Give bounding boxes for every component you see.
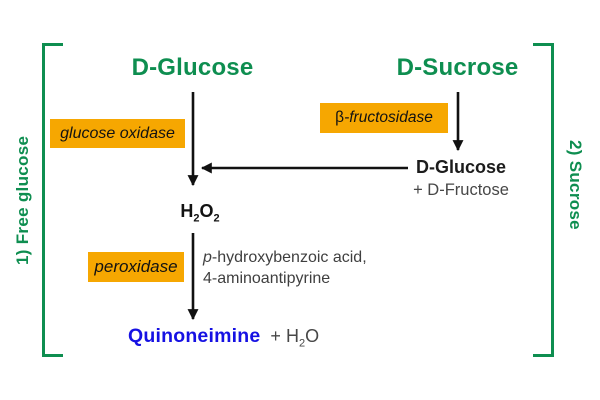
left-bracket bbox=[42, 43, 63, 357]
product-quinoneimine: Quinoneimine bbox=[128, 325, 261, 347]
section-label-free-glucose: 1) Free glucose bbox=[13, 135, 32, 265]
formula-part: H bbox=[285, 326, 299, 346]
byproduct-water-formula: + H2O bbox=[270, 326, 319, 350]
reagent-text: -hydroxybenzoic acid, bbox=[211, 249, 367, 266]
enzyme-glucose-oxidase: glucose oxidase bbox=[50, 119, 185, 148]
peroxidase-reagents: p-hydroxybenzoic acid, 4-aminoantipyrine bbox=[203, 247, 367, 289]
reagent-line-2: 4-aminoantipyrine bbox=[203, 270, 331, 287]
formula-subscript: 2 bbox=[213, 212, 220, 225]
enzyme-label: glucose oxidase bbox=[60, 124, 175, 142]
plus-sign: + bbox=[270, 326, 286, 346]
reagent-italic-p: p bbox=[203, 249, 212, 266]
formula-subscript: 2 bbox=[193, 212, 200, 225]
final-product-row: Quinoneimine + H2O bbox=[128, 325, 319, 350]
reagent-line-1: p-hydroxybenzoic acid, bbox=[203, 247, 367, 268]
section-label-sucrose: 2) Sucrose bbox=[566, 140, 585, 230]
product-d-fructose: + D-Fructose bbox=[413, 181, 509, 199]
formula-subscript: 2 bbox=[298, 337, 306, 350]
right-bracket bbox=[533, 43, 554, 357]
product-d-glucose: D-Glucose bbox=[415, 157, 507, 177]
sucrose-hydrolysis-products: D-Glucose + D-Fructose bbox=[405, 157, 517, 200]
enzyme-label: peroxidase bbox=[94, 257, 178, 276]
enzyme-peroxidase: peroxidase bbox=[88, 252, 184, 282]
substrate-d-sucrose: D-Sucrose bbox=[396, 54, 519, 81]
beta-symbol: β bbox=[335, 109, 345, 126]
intermediate-h2o2-formula: H2O2 bbox=[172, 201, 228, 225]
formula-part: O bbox=[305, 326, 320, 346]
formula-part: O bbox=[199, 201, 214, 221]
enzyme-beta-fructosidase: β-fructosidase bbox=[320, 103, 448, 133]
substrate-d-glucose: D-Glucose bbox=[131, 54, 254, 81]
enzyme-label: -fructosidase bbox=[344, 109, 433, 126]
formula-part: H bbox=[180, 201, 194, 221]
